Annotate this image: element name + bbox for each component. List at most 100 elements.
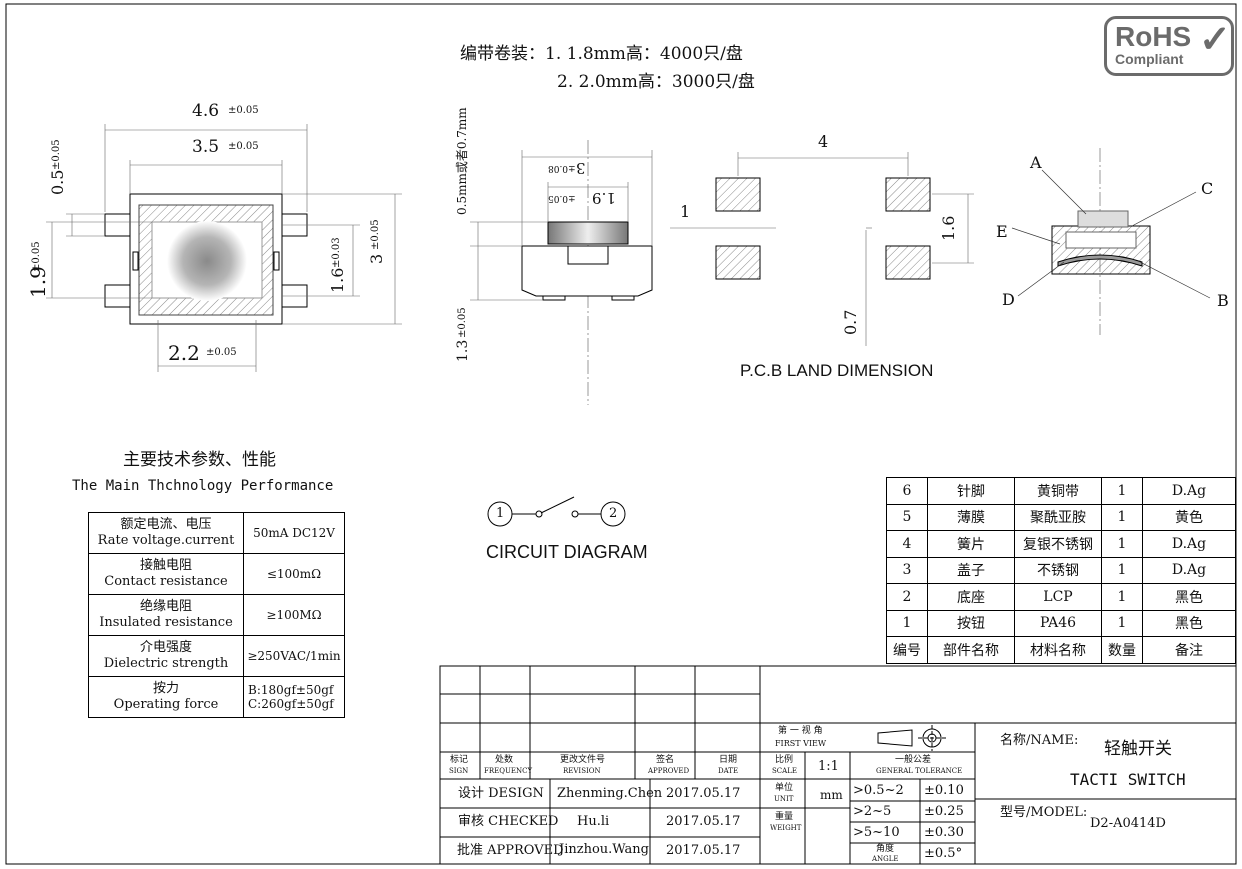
circuit-pin-2: 2 bbox=[609, 506, 618, 521]
product-name-cn: 轻触开关 bbox=[1104, 739, 1172, 759]
dim-1-6-tol: ±0.03 bbox=[331, 237, 342, 268]
tol-range: >0.5~2 bbox=[853, 783, 904, 798]
dim-1-3-tol: ±0.05 bbox=[457, 307, 468, 338]
circuit-diagram bbox=[487, 496, 626, 527]
unit-cn: 单位 bbox=[775, 783, 794, 793]
rev-header-cn: 签名 bbox=[656, 755, 675, 765]
param-cn: 接触电阻 bbox=[139, 558, 192, 573]
unit-en: UNIT bbox=[774, 795, 794, 803]
table-cell: D.Ag bbox=[1142, 477, 1236, 505]
table-cell: 部件名称 bbox=[927, 636, 1015, 664]
pcb-dim-1: 1 bbox=[680, 202, 691, 221]
table-cell: 薄膜 bbox=[927, 503, 1015, 531]
table-cell: 3 bbox=[886, 556, 928, 584]
table-cell: 材料名称 bbox=[1014, 636, 1102, 664]
table-cell: 复银不锈钢 bbox=[1014, 530, 1102, 558]
dim-0-5: 0.5 bbox=[48, 169, 67, 195]
weight-en: WEIGHT bbox=[770, 824, 802, 832]
top-view bbox=[46, 124, 402, 372]
rev-header-en: DATE bbox=[718, 767, 739, 775]
param-cn: 绝缘电阻 bbox=[139, 599, 192, 614]
dim-1-9-side-tol: ±0.05 bbox=[548, 193, 576, 203]
tolerance-cn: 一般公差 bbox=[895, 755, 932, 765]
pcb-dim-1-6: 1.6 bbox=[939, 215, 958, 241]
scale-value: 1:1 bbox=[818, 759, 839, 774]
dim-3: 3 bbox=[367, 253, 386, 264]
checked-label: 审核 CHECKED bbox=[458, 814, 559, 829]
section-label-c: C bbox=[1201, 179, 1214, 198]
rev-header-en: SIGN bbox=[449, 767, 469, 775]
table-cell: 编号 bbox=[886, 636, 928, 664]
performance-title-en: The Main Thchnology Performance bbox=[72, 478, 334, 494]
pad bbox=[885, 245, 931, 280]
tol-range: >5~10 bbox=[853, 825, 900, 840]
rev-header-cn: 日期 bbox=[719, 755, 738, 765]
dim-1-6: 1.6 bbox=[328, 267, 347, 293]
table-cell: 1 bbox=[1101, 503, 1143, 531]
dim-3-5: 3.5 bbox=[192, 137, 220, 157]
tol-range: >2~5 bbox=[853, 804, 892, 819]
checked-date: 2017.05.17 bbox=[666, 814, 741, 829]
scale-cn: 比例 bbox=[775, 755, 794, 765]
weight-cn: 重量 bbox=[775, 812, 794, 822]
table-cell: 黄铜带 bbox=[1014, 477, 1102, 505]
param-value: ≤100mΩ bbox=[266, 567, 322, 581]
dim-1-9-tol: ±0.05 bbox=[31, 241, 42, 272]
approved-date: 2017.05.17 bbox=[666, 843, 741, 858]
dim-height-note: 0.5mm或者0.7mm bbox=[455, 107, 469, 215]
tol-value: ±0.10 bbox=[924, 783, 964, 798]
section-label-d: D bbox=[1002, 290, 1015, 309]
scale-en: SCALE bbox=[772, 767, 797, 775]
pad bbox=[715, 245, 761, 280]
table-cell: 针脚 bbox=[927, 477, 1015, 505]
approved-name: Jinzhou.Wang bbox=[559, 842, 649, 857]
table-cell: 1 bbox=[886, 609, 928, 637]
table-cell: D.Ag bbox=[1142, 556, 1236, 584]
rohs-subtitle: Compliant bbox=[1115, 51, 1184, 67]
table-cell: 2 bbox=[886, 583, 928, 611]
dim-1-9-side: 1.9 bbox=[592, 189, 616, 207]
design-name: Zhenming.Chen bbox=[557, 786, 663, 801]
rev-header-cn: 更改文件号 bbox=[560, 755, 606, 765]
title-block-lines bbox=[439, 665, 1237, 865]
table-cell: 1 bbox=[1101, 556, 1143, 584]
rohs-badge: RoHS Compliant ✓ bbox=[1104, 16, 1234, 76]
table-cell: LCP bbox=[1014, 583, 1102, 611]
packaging-line-1: 编带卷装：1. 1.8mm高：4000只/盘 bbox=[460, 44, 743, 64]
side-view-cap bbox=[547, 221, 629, 245]
table-cell: 1 bbox=[1101, 609, 1143, 637]
table-cell: 按钮 bbox=[927, 609, 1015, 637]
model-label: 型号/MODEL: bbox=[1000, 805, 1088, 820]
section-label-b: B bbox=[1217, 291, 1229, 310]
param-value: B:180gf±50gf bbox=[248, 683, 334, 697]
param-en: Dielectric strength bbox=[103, 656, 229, 671]
checked-name: Hu.li bbox=[577, 814, 610, 829]
actuator-dome bbox=[167, 221, 247, 301]
param-value-2: C:260gf±50gf bbox=[248, 697, 334, 711]
param-value: 50mA DC12V bbox=[253, 526, 335, 540]
param-cn: 按力 bbox=[152, 681, 179, 696]
dim-2-2-tol: ±0.05 bbox=[206, 347, 237, 358]
approved-label: 批准 APPROVED bbox=[457, 843, 564, 858]
table-cell: 备注 bbox=[1142, 636, 1236, 664]
first-view-en: FIRST VIEW bbox=[775, 739, 827, 748]
tol-angle-en: ANGLE bbox=[872, 855, 899, 863]
table-cell: 黄色 bbox=[1142, 503, 1236, 531]
rohs-title: RoHS bbox=[1115, 21, 1192, 52]
first-view-cn: 第 一 视 角 bbox=[778, 726, 823, 736]
pcb-dim-0-7: 0.7 bbox=[841, 309, 860, 335]
pad bbox=[885, 177, 931, 212]
rev-header-cn: 处数 bbox=[495, 755, 514, 765]
section-label-e: E bbox=[996, 222, 1008, 241]
dim-4-6: 4.6 bbox=[192, 101, 220, 121]
table-cell: 底座 bbox=[927, 583, 1015, 611]
rev-header-cn: 标记 bbox=[450, 755, 469, 765]
table-cell: 数量 bbox=[1101, 636, 1143, 664]
